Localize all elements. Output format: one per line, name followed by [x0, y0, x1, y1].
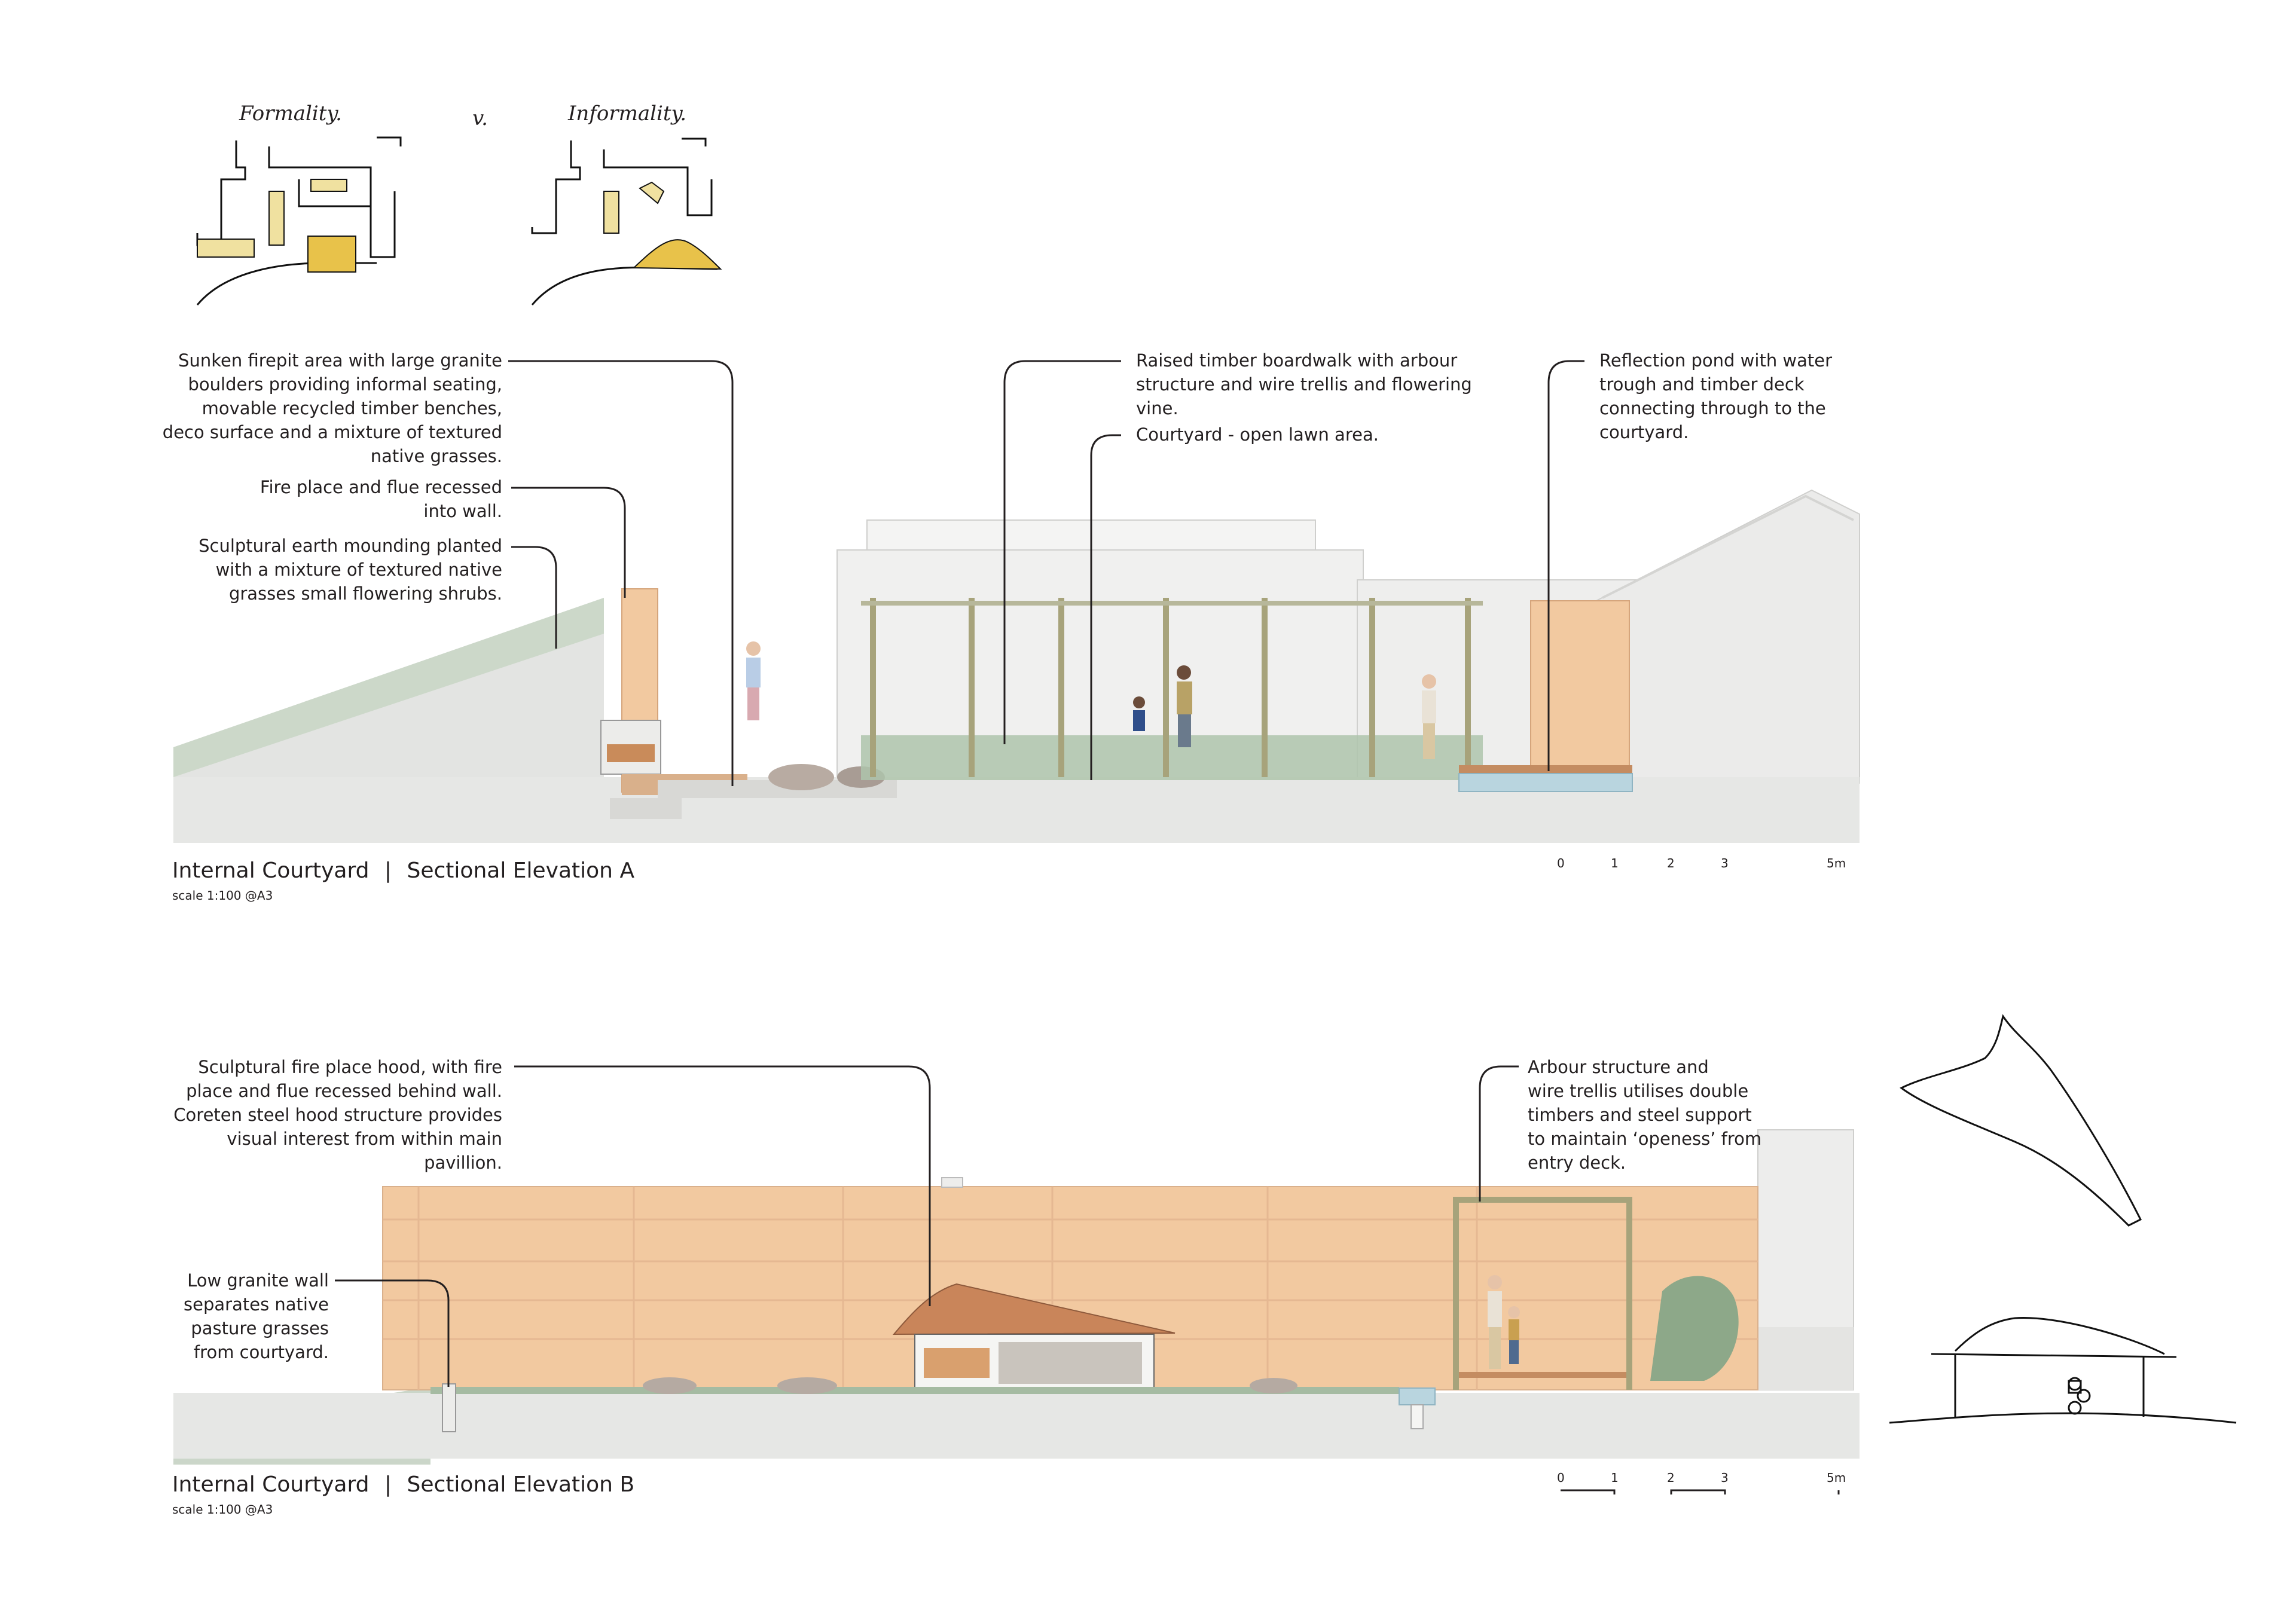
scale-a-tick-5: 5m — [1827, 856, 1846, 870]
formality-sketch — [196, 136, 402, 305]
scale-bar-b — [1561, 1489, 1840, 1494]
note-hood: Sculptural fire place hood, with fire pl… — [173, 1057, 502, 1173]
leader-fireplace — [511, 487, 626, 598]
mound-grasses — [173, 598, 604, 777]
note-arbour: Arbour structure and wire trellis utilis… — [1528, 1057, 1762, 1173]
leader-firepit — [508, 360, 734, 786]
leader-mounding — [511, 546, 557, 649]
scale-b-tick-0: 0 — [1557, 1471, 1565, 1485]
formality-label: Formality. — [239, 102, 342, 126]
scale-a-tick-3: 3 — [1721, 856, 1729, 870]
leader-lawn — [1090, 434, 1121, 780]
leader-boardwalk — [1003, 360, 1121, 744]
note-boardwalk: Raised timber boardwalk with arbour stru… — [1136, 350, 1472, 418]
timber-deck — [1459, 765, 1632, 774]
note-mounding: Sculptural earth mounding planted with a… — [199, 536, 502, 604]
reflection-pond — [1458, 773, 1633, 792]
leaders-a — [508, 360, 1584, 786]
building-right-roof — [1590, 489, 1860, 784]
elevation-a-title-sep: | — [384, 858, 392, 883]
elevation-b-scale: scale 1:100 @A3 — [172, 1502, 273, 1517]
elevation-a-title-main: Internal Courtyard — [172, 858, 370, 883]
elevation-a-title: Internal Courtyard | Sectional Elevation… — [172, 858, 634, 884]
sketch-separator: v. — [472, 106, 488, 130]
leader-hood — [514, 1065, 931, 1306]
hood-plan-sketch — [1900, 1014, 2142, 1227]
elevation-b-drawing — [173, 1065, 1860, 1494]
people-a — [746, 641, 1436, 759]
arbour-posts — [870, 598, 1471, 777]
reflection-wall — [1530, 600, 1630, 775]
ground-b — [173, 1393, 1860, 1459]
elevation-b-subtitle: Sectional Elevation B — [407, 1472, 635, 1497]
scale-b-tick-1: 1 — [1611, 1471, 1619, 1485]
elevation-a-subtitle: Sectional Elevation A — [407, 858, 635, 883]
elevation-b-title-sep: | — [384, 1472, 392, 1497]
leaders-b — [335, 1065, 1519, 1387]
hood-sketches — [1889, 1014, 2237, 1424]
flue-cap — [941, 1177, 963, 1188]
note-granite-wall: Low granite wall separates native pastur… — [184, 1270, 329, 1362]
note-fireplace: Fire place and flue recessed into wall. — [259, 477, 502, 521]
arbour-b — [1453, 1197, 1632, 1390]
elevation-a-drawing — [173, 360, 1860, 843]
elevation-b-title: Internal Courtyard | Sectional Elevation… — [172, 1472, 634, 1498]
granite-wall — [442, 1383, 456, 1432]
scale-b-tick-2: 2 — [1667, 1471, 1675, 1485]
scale-a-tick-2: 2 — [1667, 856, 1675, 870]
informality-label: Informality. — [568, 102, 687, 126]
scale-b-tick-3: 3 — [1721, 1471, 1729, 1485]
note-lawn: Courtyard - open lawn area. — [1136, 424, 1379, 445]
concept-sketches — [196, 136, 722, 305]
leader-pond — [1547, 360, 1584, 771]
boardwalk-planting — [861, 735, 1483, 780]
water-trough-b — [1399, 1387, 1436, 1405]
scale-a-tick-1: 1 — [1611, 856, 1619, 870]
informality-sketch — [531, 137, 722, 305]
arbour-beam — [861, 601, 1483, 606]
scale-b-tick-5: 5m — [1827, 1471, 1846, 1485]
scale-a-tick-0: 0 — [1557, 856, 1565, 870]
people-b — [1488, 1275, 1520, 1369]
elevation-b-title-main: Internal Courtyard — [172, 1472, 370, 1497]
note-pond: Reflection pond with water trough and ti… — [1599, 350, 1833, 442]
hood-elevation-sketch — [1954, 1317, 2165, 1355]
note-firepit: Sunken firepit area with large granite b… — [162, 350, 502, 466]
elevation-a-scale: scale 1:100 @A3 — [172, 888, 273, 903]
leader-granite-wall — [335, 1279, 450, 1387]
leader-arbour — [1479, 1065, 1519, 1202]
